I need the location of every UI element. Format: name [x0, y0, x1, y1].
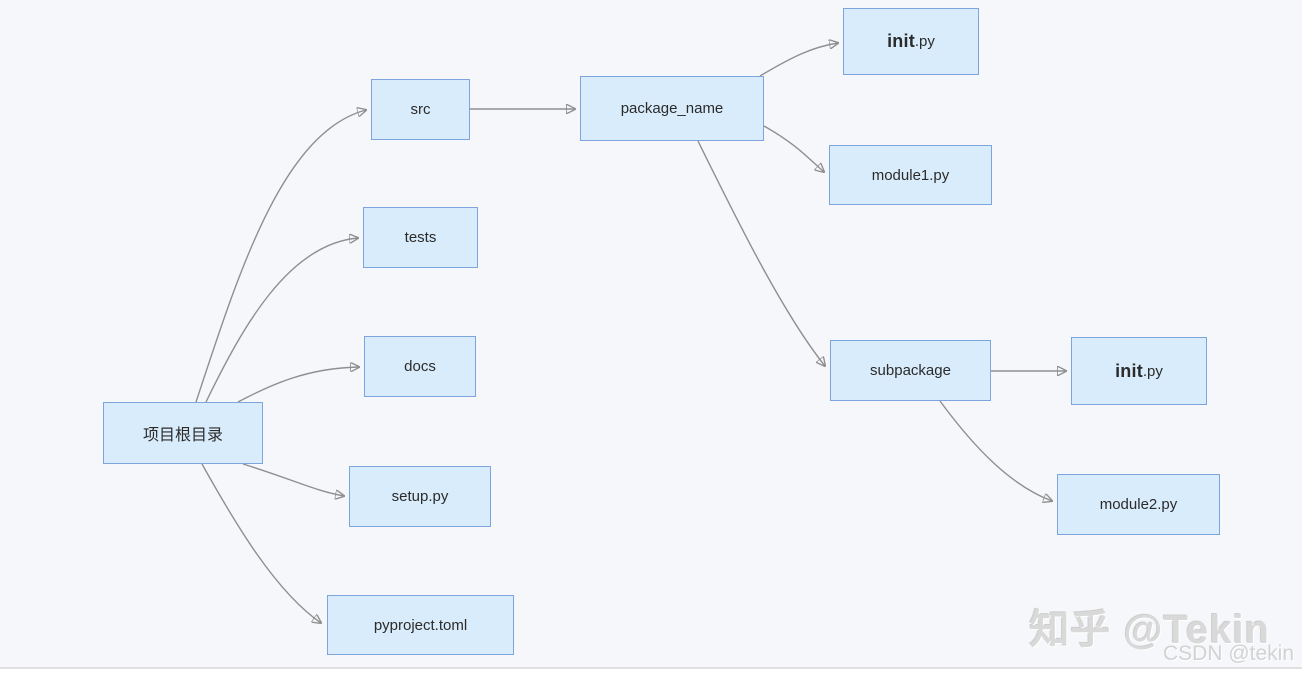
edge-package-subpackage [697, 140, 825, 366]
node-subpackage: subpackage [830, 340, 991, 401]
edge-root-tests [205, 238, 358, 403]
edge-root-pyproject-toml [201, 463, 321, 623]
node-docs-label: docs [404, 358, 436, 375]
node-setup-py: setup.py [349, 466, 491, 527]
node-init-py-sub: init.py [1071, 337, 1207, 405]
node-package-name: package_name [580, 76, 764, 141]
node-init-py-top-label-bold: init [887, 31, 915, 51]
bottom-divider [0, 667, 1302, 676]
node-setup-py-label: setup.py [391, 488, 449, 505]
edge-package-init-py [759, 43, 838, 77]
edge-root-src [195, 110, 366, 403]
node-module2-py-label: module2.py [1099, 496, 1178, 513]
node-init-py-sub-label-bold: init [1115, 360, 1143, 381]
node-src: src [371, 79, 470, 140]
node-project-root-label: 项目根目录 [142, 427, 223, 444]
edge-package-module1-py [763, 125, 824, 172]
edge-root-setup-py [242, 463, 344, 496]
watermark-zhihu: 知乎 @Tekin [1029, 608, 1270, 652]
node-module2-py: module2.py [1057, 474, 1220, 535]
node-subpackage-label: subpackage [870, 362, 951, 379]
node-init-py-sub-label-ext: .py [1142, 362, 1163, 380]
edge-root-docs [237, 367, 359, 403]
watermark-csdn: CSDN @tekin [1162, 642, 1294, 665]
node-pyproject-toml-label: pyproject.toml [373, 616, 468, 634]
node-project-root: 项目根目录 [103, 402, 263, 464]
node-docs: docs [364, 336, 476, 397]
node-init-py-top: init.py [843, 8, 979, 75]
node-src-label: src [410, 101, 431, 118]
node-package-name-label: package_name [620, 100, 724, 117]
node-pyproject-toml: pyproject.toml [327, 595, 514, 655]
node-tests: tests [363, 207, 478, 268]
node-tests-label: tests [404, 229, 437, 246]
node-module1-py-label: module1.py [871, 166, 950, 184]
node-init-py-top-label-ext: .py [914, 33, 935, 50]
edge-subpackage-module2-py [939, 400, 1052, 501]
node-module1-py: module1.py [829, 145, 992, 205]
